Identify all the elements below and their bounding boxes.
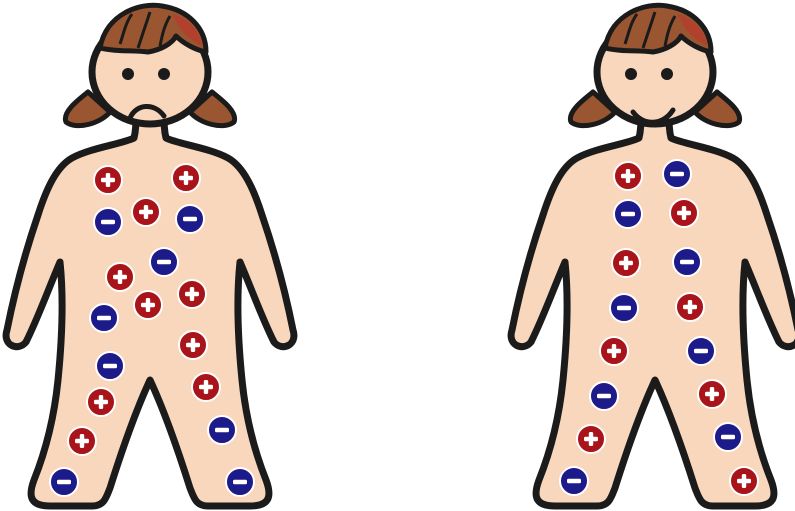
positive-charge-icon (87, 388, 115, 416)
positive-charge-icon (178, 280, 206, 308)
charge-bar-vertical (624, 256, 628, 270)
positive-charge-icon (577, 425, 605, 453)
positive-charge-icon (670, 199, 698, 227)
positive-charge-icon (106, 263, 134, 291)
charge-bar-horizontal (597, 394, 611, 398)
charge-bar-vertical (191, 338, 195, 352)
charge-bar-vertical (80, 434, 84, 448)
positive-charge-icon (134, 291, 162, 319)
charge-bar-vertical (626, 169, 630, 183)
positive-charge-icon (94, 166, 122, 194)
figure-unbalanced (6, 5, 294, 506)
negative-charge-icon (560, 467, 588, 495)
charge-bar-vertical (146, 298, 150, 312)
charge-bar-vertical (742, 474, 746, 488)
charge-bar-vertical (710, 387, 714, 401)
charge-bar-vertical (589, 432, 593, 446)
negative-charge-icon (714, 423, 742, 451)
positive-charge-icon (172, 164, 200, 192)
charge-bar-vertical (190, 287, 194, 301)
right-eye (661, 68, 673, 80)
charge-bar-horizontal (103, 364, 117, 368)
charge-bar-horizontal (694, 349, 708, 353)
charge-bar-horizontal (721, 435, 735, 439)
charge-bar-horizontal (101, 220, 115, 224)
negative-charge-icon (50, 468, 78, 496)
positive-charge-icon (676, 293, 704, 321)
negative-charge-icon (226, 468, 254, 496)
charge-bar-horizontal (233, 480, 247, 484)
positive-charge-icon (698, 380, 726, 408)
negative-charge-icon (150, 248, 178, 276)
charge-bar-horizontal (57, 480, 71, 484)
negative-charge-icon (176, 205, 204, 233)
negative-charge-icon (94, 208, 122, 236)
positive-charge-icon (192, 373, 220, 401)
negative-charge-icon (590, 382, 618, 410)
positive-charge-icon (179, 331, 207, 359)
charge-bar-vertical (688, 300, 692, 314)
negative-charge-icon (673, 248, 701, 276)
negative-charge-icon (663, 160, 691, 188)
charge-bar-vertical (204, 380, 208, 394)
charge-bar-vertical (144, 205, 148, 219)
left-eye (122, 68, 134, 80)
charge-bar-vertical (612, 344, 616, 358)
negative-charge-icon (610, 294, 638, 322)
charge-bar-horizontal (215, 428, 229, 432)
positive-charge-icon (614, 162, 642, 190)
negative-charge-icon (90, 304, 118, 332)
right-eye (158, 68, 170, 80)
figure-balanced (511, 5, 795, 506)
charge-bar-horizontal (621, 212, 635, 216)
charge-bar-vertical (99, 395, 103, 409)
charge-bar-horizontal (617, 306, 631, 310)
negative-charge-icon (208, 416, 236, 444)
charge-bar-vertical (118, 270, 122, 284)
negative-charge-icon (614, 200, 642, 228)
charge-bar-horizontal (97, 316, 111, 320)
charge-bar-vertical (106, 173, 110, 187)
charge-bar-horizontal (183, 217, 197, 221)
positive-charge-icon (68, 427, 96, 455)
left-eye (625, 68, 637, 80)
charge-bar-vertical (682, 206, 686, 220)
positive-charge-icon (730, 467, 758, 495)
body-silhouette (511, 110, 795, 506)
charge-bar-horizontal (157, 260, 171, 264)
positive-charge-icon (612, 249, 640, 277)
charge-bar-vertical (184, 171, 188, 185)
positive-charge-icon (600, 337, 628, 365)
charge-bar-horizontal (670, 172, 684, 176)
positive-charge-icon (132, 198, 160, 226)
charge-bar-horizontal (680, 260, 694, 264)
negative-charge-icon (687, 337, 715, 365)
charge-bar-horizontal (567, 479, 581, 483)
negative-charge-icon (96, 352, 124, 380)
